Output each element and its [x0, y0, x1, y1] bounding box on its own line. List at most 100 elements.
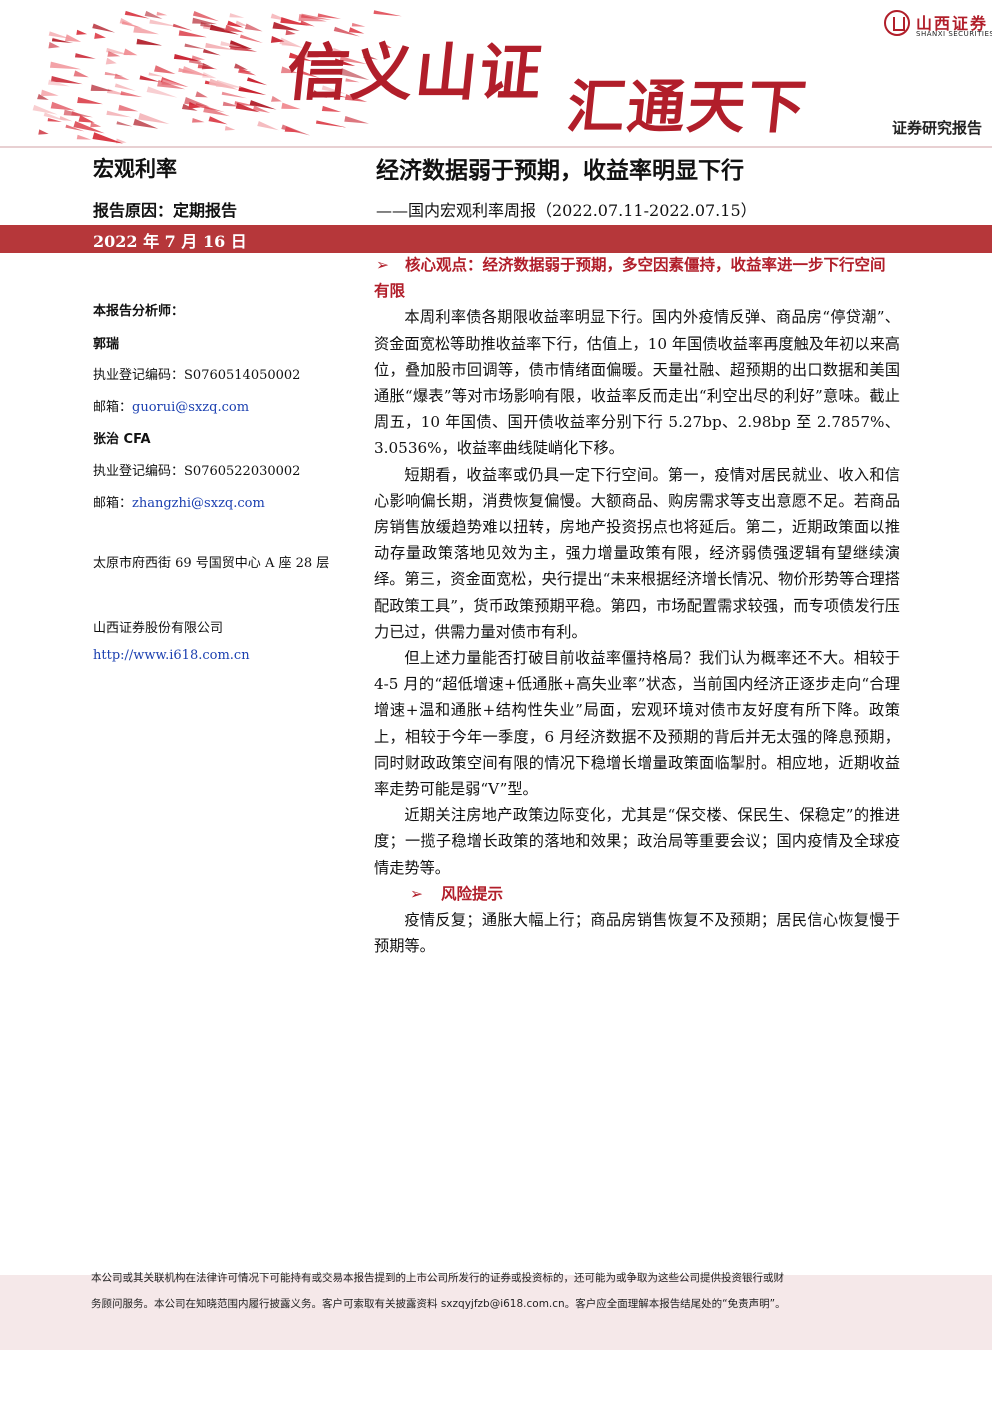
arrow-streak-shape: [63, 109, 93, 118]
body-paragraph: 但上述力量能否打破目前收益率僵持格局？我们认为概率还不大。相较于 4-5 月的“…: [374, 649, 900, 799]
reg-label: 执业登记编码：: [93, 368, 185, 383]
arrow-streak-shape: [229, 13, 245, 18]
email-label: 邮箱：: [93, 496, 133, 511]
arrow-streak-shape: [105, 57, 117, 65]
arrow-streak-shape: [321, 105, 342, 113]
arrow-streak-shape: [379, 41, 392, 49]
arrow-streak-shape: [235, 102, 261, 113]
arrow-streak-shape: [339, 68, 370, 80]
arrow-bullet-icon: ➢: [376, 256, 389, 274]
arrow-streak-shape: [373, 10, 402, 17]
arrow-streak-shape: [49, 61, 82, 70]
arrow-streak-shape: [202, 48, 221, 56]
arrow-streak-shape: [224, 125, 236, 131]
arrow-streak-shape: [281, 102, 301, 110]
company-logo: 山西证券 SHANXI SECURITIES: [884, 8, 992, 44]
arrow-streak-shape: [73, 70, 89, 78]
reg-label: 执业登记编码：: [93, 464, 185, 479]
arrow-streak-shape: [252, 105, 271, 113]
arrow-streak-shape: [48, 31, 72, 40]
arrow-streak-shape: [220, 41, 244, 48]
arrow-streak-shape: [138, 113, 170, 125]
arrow-streak-shape: [119, 17, 133, 25]
arrow-streak-shape: [76, 29, 88, 35]
arrow-streak-shape: [136, 38, 163, 46]
arrow-streak-shape: [235, 20, 249, 27]
arrow-streak-shape: [157, 79, 186, 90]
arrow-streak-shape: [281, 124, 311, 136]
analyst-name: 张治 CFA: [93, 432, 151, 447]
arrow-streak-shape: [172, 23, 193, 31]
section-label: 宏观利率: [93, 157, 177, 181]
arrow-streak-shape: [43, 112, 68, 122]
arrow-streak-shape: [47, 79, 70, 87]
arrow-streak-shape: [224, 24, 244, 33]
arrow-streak-shape: [148, 72, 164, 77]
arrow-streak-shape: [244, 23, 263, 32]
arrow-streak-shape: [272, 21, 300, 31]
company-website: http://www.i618.com.cn: [93, 648, 250, 663]
arrow-streak-shape: [59, 115, 73, 122]
arrow-streak-shape: [195, 91, 208, 98]
arrow-streak-shape: [348, 27, 365, 34]
date-bar: 2022 年 7 月 16 日: [0, 225, 992, 253]
arrow-streak-shape: [77, 97, 103, 105]
arrow-streak-shape: [317, 13, 342, 19]
arrow-streak-shape: [270, 36, 285, 43]
arrow-streak-shape: [238, 67, 257, 76]
analyst-name: 郭瑞: [93, 337, 120, 352]
analyst-email-row: 邮箱：zhangzhi@sxzq.com: [93, 492, 265, 511]
arrow-streak-shape: [344, 94, 368, 102]
arrow-streak-shape: [238, 86, 267, 96]
arrow-streak-shape: [344, 115, 370, 124]
arrow-streak-shape: [300, 20, 315, 27]
arrow-streak-shape: [32, 104, 58, 115]
core-heading-text: 核心观点：经济数据弱于预期，多空因素僵持，收益率进一步下行空间有限: [374, 256, 886, 301]
arrow-streak-shape: [280, 66, 298, 74]
arrow-streak-shape: [234, 63, 248, 70]
arrow-streak-shape: [149, 19, 180, 27]
arrow-streak-shape: [201, 62, 215, 70]
arrow-streak-shape: [300, 51, 320, 58]
arrow-streak-shape: [139, 75, 161, 82]
logo-mark-icon: [884, 10, 910, 36]
arrow-streak-shape: [339, 55, 368, 65]
arrow-streak-shape: [146, 86, 178, 98]
analyst-email-link[interactable]: guorui@sxzq.com: [132, 400, 250, 415]
core-view-heading: ➢核心观点：经济数据弱于预期，多空因素僵持，收益率进一步下行空间有限: [374, 252, 900, 304]
logo-cn: 山西证券: [916, 14, 989, 33]
arrow-streak-shape: [325, 92, 349, 98]
report-body: ➢核心观点：经济数据弱于预期，多空因素僵持，收益率进一步下行空间有限 本周利率债…: [374, 252, 900, 959]
arrow-streak-shape: [227, 20, 244, 28]
disclaimer-line: 务顾问服务。本公司在知晓范围内履行披露义务。客户可索取有关披露资料 sxzqyj…: [91, 1298, 786, 1310]
reg-code: S0760522030002: [184, 464, 301, 479]
arrow-streak-shape: [74, 53, 96, 59]
website-link[interactable]: http://www.i618.com.cn: [93, 648, 250, 663]
arrow-streak-shape: [107, 51, 121, 57]
arrow-streak-shape: [124, 10, 150, 19]
slogan-part2: 汇通天下: [563, 73, 812, 141]
arrow-streak-shape: [246, 77, 268, 86]
arrow-streak-shape: [50, 101, 76, 111]
arrow-streak-shape: [76, 134, 92, 140]
slogan-part1: 信义山证: [283, 36, 548, 109]
arrow-streak-shape: [333, 26, 360, 37]
arrow-streak-shape: [351, 22, 366, 27]
arrow-streak-shape: [73, 120, 105, 134]
arrow-streak-shape: [106, 110, 132, 118]
arrow-streak-shape: [284, 126, 301, 133]
arrow-streak-shape: [280, 17, 310, 26]
arrow-streak-shape: [90, 122, 102, 128]
email-label: 邮箱：: [93, 400, 133, 415]
arrow-streak-shape: [104, 71, 124, 77]
analyst-email-link[interactable]: zhangzhi@sxzq.com: [132, 496, 265, 511]
arrow-streak-shape: [301, 13, 332, 20]
arrow-streak-shape: [222, 101, 241, 107]
arrow-streak-shape: [90, 84, 113, 92]
arrow-streak-shape: [120, 91, 143, 98]
arrow-streak-shape: [334, 58, 356, 66]
body-paragraph: 近期关注房地产政策边际变化，尤其是“保交楼、保民生、保稳定”的推进度；一揽子稳增…: [374, 806, 900, 877]
arrow-streak-shape: [64, 34, 82, 42]
arrow-streak-shape: [133, 118, 159, 129]
risk-heading: ➢风险提示: [374, 881, 900, 907]
